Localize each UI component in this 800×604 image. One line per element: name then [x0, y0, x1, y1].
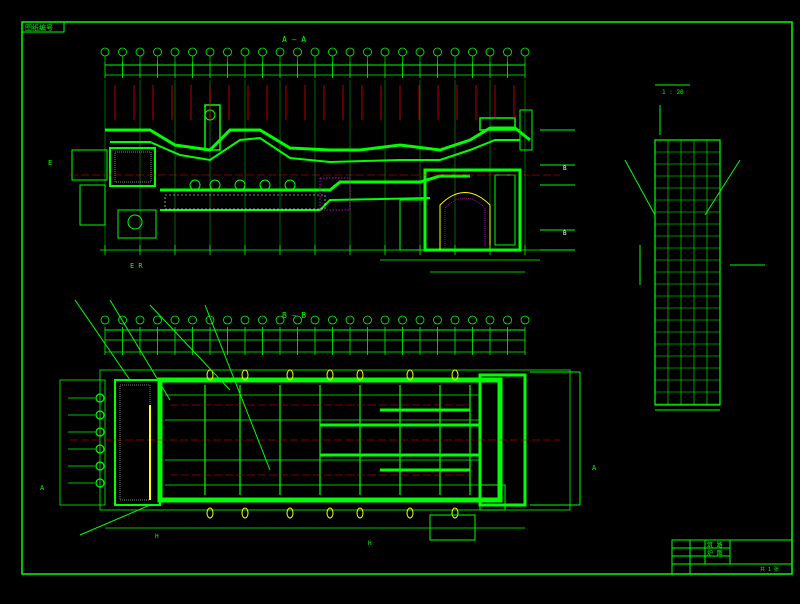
b-inner-partitions: [165, 385, 480, 495]
a-ref-b-2: B: [563, 230, 567, 237]
right-chamber: [423, 168, 522, 252]
title-row-1: 筑 路: [707, 541, 723, 549]
kiln-inner-profile: [110, 136, 520, 164]
section-b-b: B — B: [40, 299, 597, 547]
section-a-title: A — A: [282, 35, 306, 44]
b-ref-a: A: [40, 484, 45, 492]
title-sheet: 共 1 张: [760, 566, 779, 573]
section-b-title: B — B: [282, 311, 306, 320]
kiln-floor: [160, 174, 470, 192]
a-red-markers: [114, 85, 515, 120]
detail-scale: 1 : 20: [662, 89, 684, 96]
a-dimension-ticks: [104, 62, 526, 78]
b-ref-a-right: A: [592, 464, 597, 472]
section-a-a: A — A: [48, 35, 575, 273]
title-row-2: 炉 图: [707, 549, 723, 557]
kiln-floor-inner: [160, 197, 431, 211]
hearth-hatch: [164, 194, 326, 210]
a-vertical-lines: [104, 80, 526, 250]
outer-border: [21, 21, 793, 575]
detail-grid: [654, 139, 721, 406]
a-ref-e-left: E: [48, 159, 52, 167]
b-dimension-ticks: [104, 327, 526, 355]
b-ref-h-2: H: [368, 540, 372, 547]
corner-tag-text: 图纸编号: [25, 23, 53, 32]
a-burner-symbols: [189, 179, 296, 191]
a-bottom-ticks: [104, 245, 526, 255]
b-axis-circles: [100, 315, 530, 325]
b-ref-h: H: [155, 533, 159, 540]
b-burner-symbols: [206, 369, 459, 519]
detail-panel: 1 : 20: [624, 84, 765, 411]
a-ref-b: B: [563, 165, 567, 172]
a-note-left: E R: [130, 262, 143, 270]
b-burner-ports: [68, 393, 105, 488]
corner-tag: 图纸编号: [21, 21, 65, 33]
title-block: 筑 路 炉 图 共 1 张: [671, 539, 793, 575]
kiln-top-profile: [105, 126, 531, 152]
a-level-marks: B B: [540, 129, 575, 251]
a-axis-circles: [100, 47, 530, 62]
firebox-block: [109, 147, 156, 187]
